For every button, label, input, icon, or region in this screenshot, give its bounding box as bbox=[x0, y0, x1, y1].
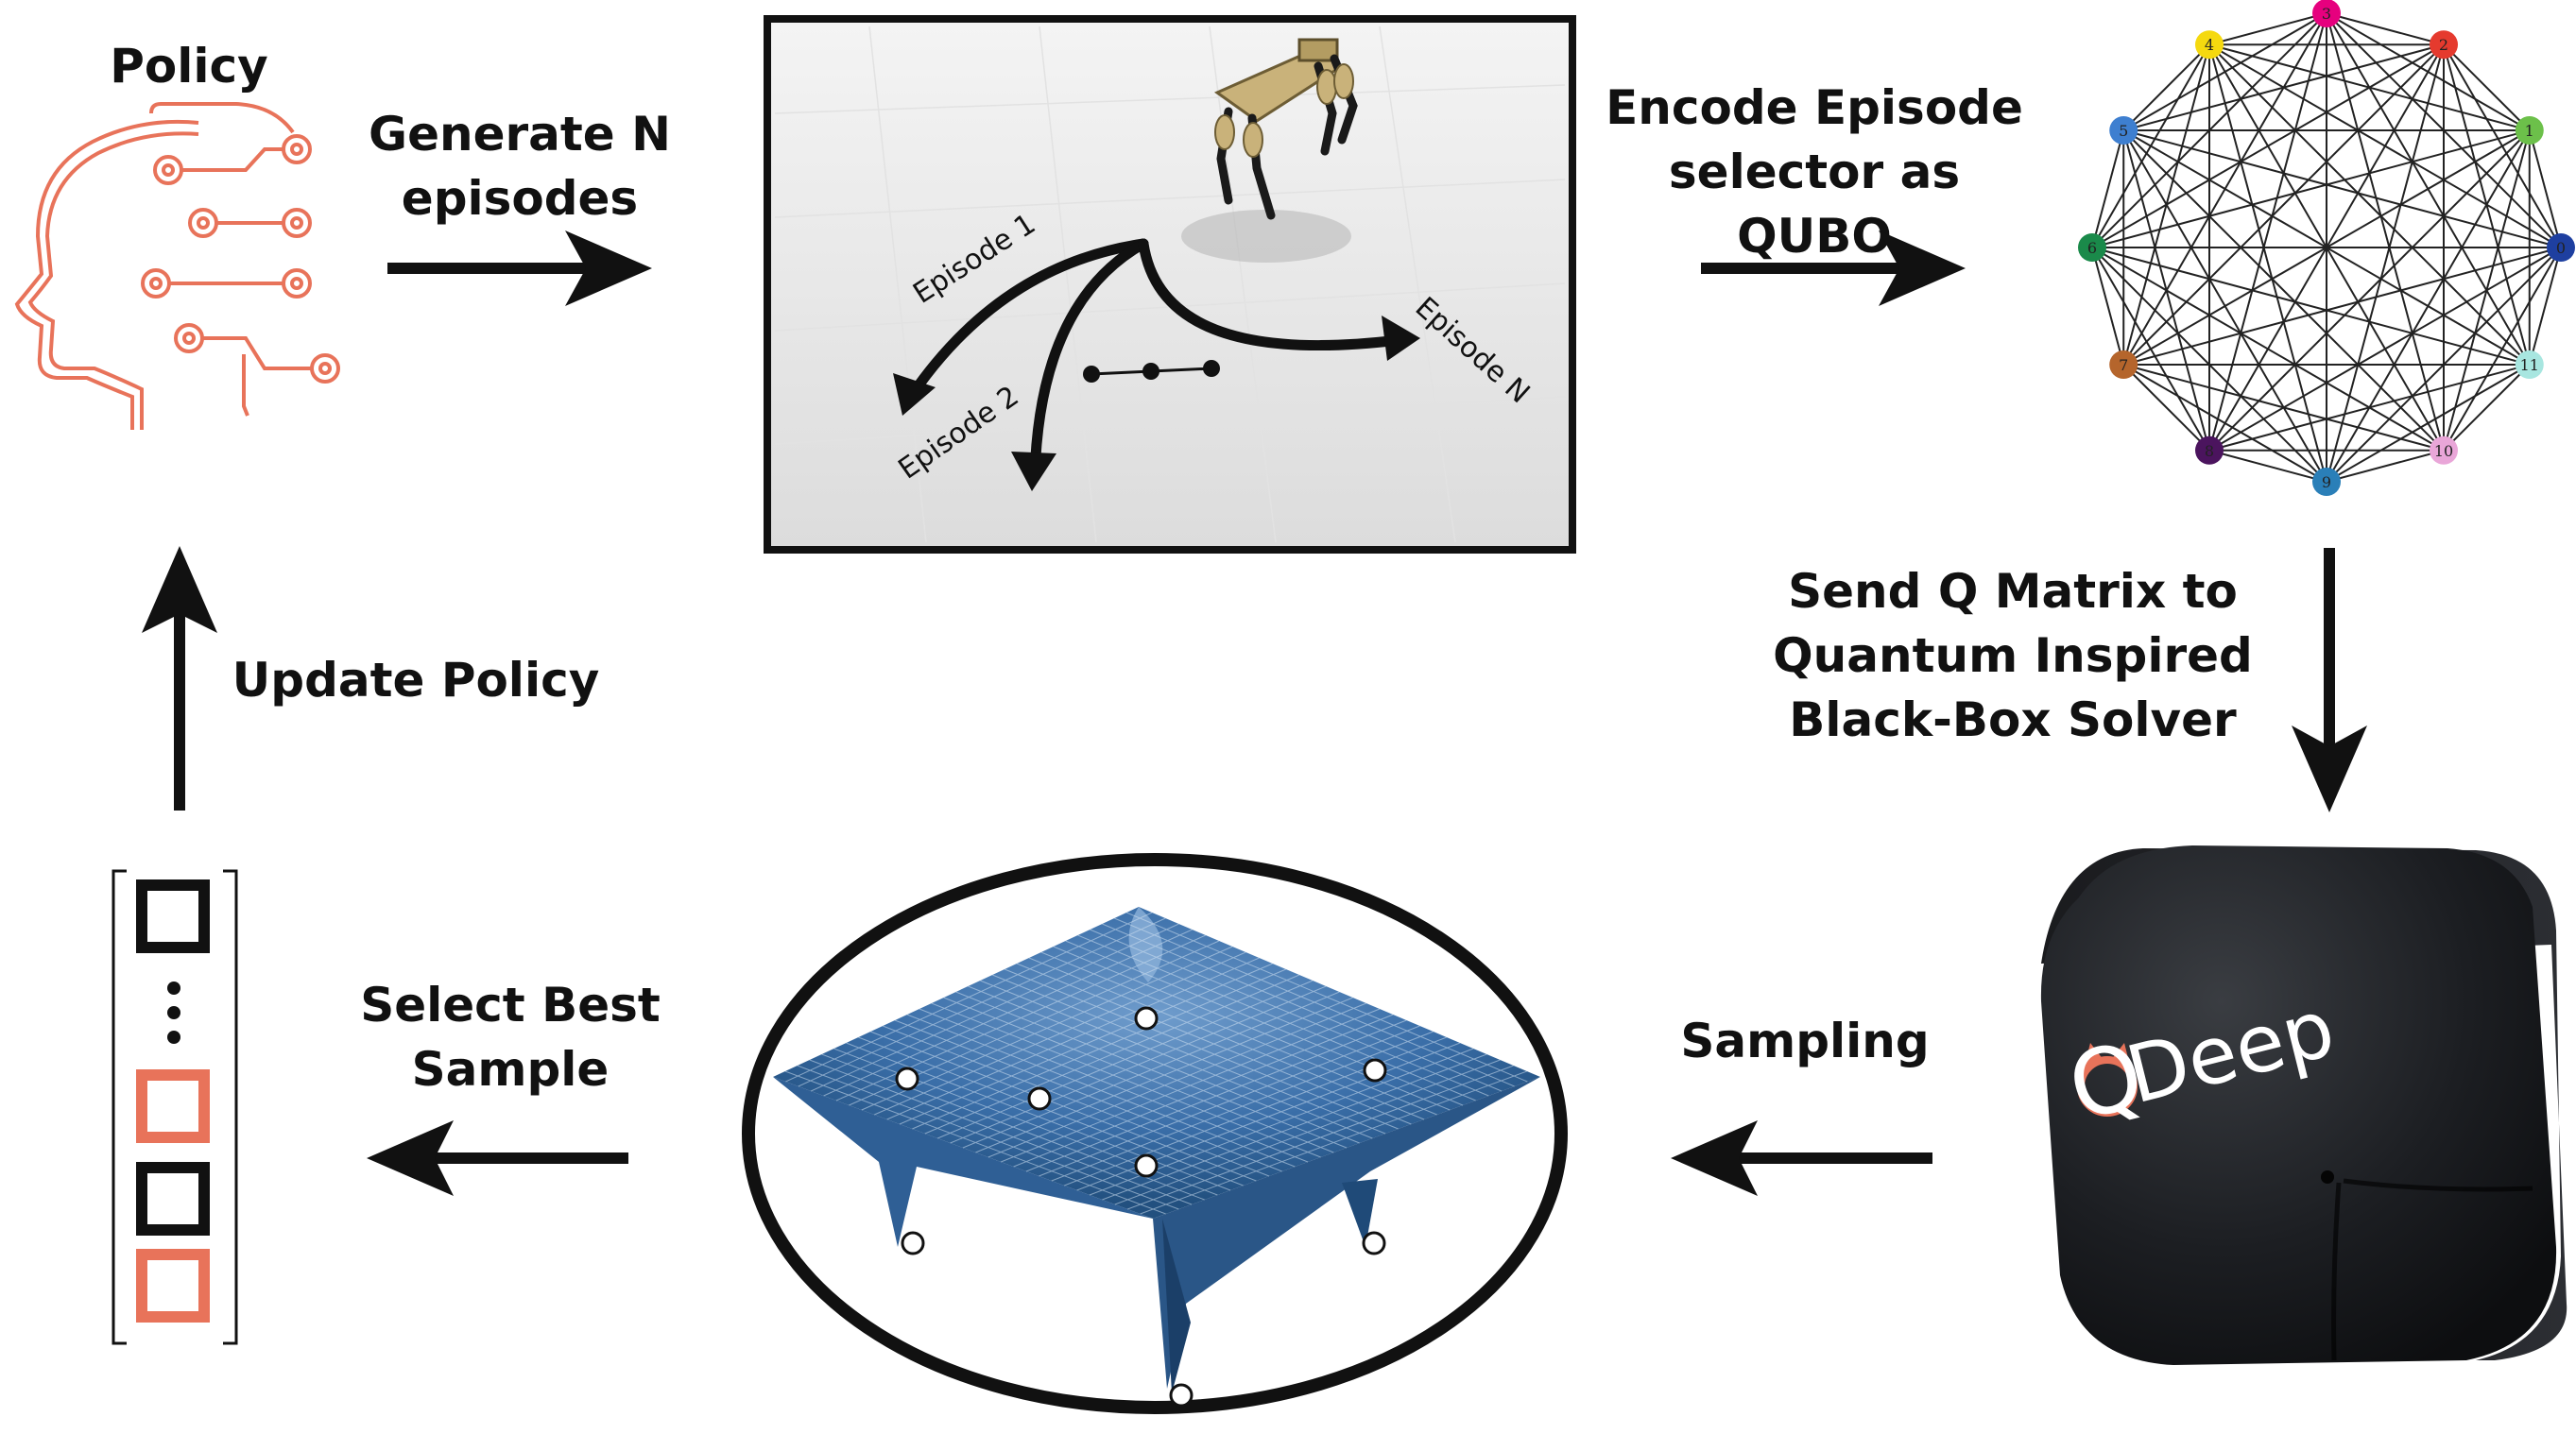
graph-edge bbox=[2208, 43, 2445, 452]
arrow-select bbox=[367, 1120, 628, 1196]
graph-edge bbox=[2091, 247, 2445, 452]
ai-head-icon bbox=[14, 102, 340, 430]
surface-mesh-line bbox=[1090, 929, 1489, 1097]
graph-node-label: 8 bbox=[2205, 442, 2214, 460]
sampling-label: Sampling bbox=[1680, 1014, 1930, 1068]
graph-node bbox=[2430, 435, 2458, 465]
graph-edge bbox=[2208, 43, 2562, 248]
surface-mesh-line bbox=[1125, 912, 1528, 1083]
policy-label: Policy bbox=[110, 39, 268, 94]
graph-node bbox=[2312, 0, 2341, 27]
graph-node bbox=[2078, 233, 2106, 262]
send-q-matrix-label: Send Q Matrix to Quantum Inspired Black-… bbox=[1773, 564, 2253, 747]
graph-node bbox=[2547, 233, 2575, 262]
graph-edge bbox=[2122, 364, 2327, 483]
arrow-update bbox=[142, 546, 217, 811]
surface-mesh-line bbox=[1102, 1053, 1487, 1201]
arrow-generate bbox=[387, 230, 652, 306]
graph-node-label: 1 bbox=[2525, 122, 2534, 140]
graph-edge bbox=[2443, 364, 2531, 452]
surface-mesh-line bbox=[1114, 917, 1515, 1087]
graph-edge bbox=[2122, 129, 2562, 248]
graph-node bbox=[2195, 30, 2224, 60]
surface-mesh-line bbox=[1140, 1070, 1528, 1215]
surface-mesh-line bbox=[1127, 1065, 1514, 1210]
graph-edge bbox=[2208, 129, 2531, 452]
graph-edge bbox=[2122, 43, 2210, 366]
graph-edge bbox=[2122, 364, 2210, 452]
graph-node-label: 6 bbox=[2087, 239, 2097, 257]
surface-mesh-line bbox=[1102, 923, 1503, 1092]
graph-edge bbox=[2443, 43, 2531, 131]
graph-edge bbox=[2122, 129, 2327, 483]
bit-square bbox=[136, 879, 210, 953]
robot-dog-icon bbox=[1213, 38, 1358, 220]
graph-node-label: 11 bbox=[2520, 356, 2539, 374]
graph-edge bbox=[2122, 43, 2210, 131]
graph-node bbox=[2109, 350, 2138, 379]
graph-edge bbox=[2326, 12, 2445, 452]
graph-node-label: 5 bbox=[2119, 122, 2128, 140]
graph-node-label: 9 bbox=[2322, 473, 2331, 491]
graph-edge bbox=[2208, 43, 2327, 483]
bit-square-selected bbox=[136, 1249, 210, 1323]
graph-edge bbox=[2122, 43, 2445, 366]
graph-edge bbox=[2208, 43, 2531, 131]
graph-edge bbox=[2122, 129, 2210, 452]
episodes-panel: Episode 1 Episode 2 Episode N bbox=[764, 15, 1576, 554]
graph-edge bbox=[2091, 247, 2210, 452]
episode-dots bbox=[1083, 360, 1220, 383]
graph-edge bbox=[2091, 43, 2210, 248]
graph-edge bbox=[2122, 129, 2445, 452]
graph-edge bbox=[2091, 247, 2125, 366]
generate-episodes-label: Generate N episodes bbox=[369, 107, 671, 226]
update-policy-label: Update Policy bbox=[232, 653, 600, 708]
graph-edge bbox=[2208, 43, 2531, 366]
graph-edge bbox=[2528, 247, 2562, 366]
graph-edge bbox=[2326, 12, 2445, 46]
energy-landscape bbox=[742, 853, 1568, 1414]
graph-edge bbox=[2091, 247, 2531, 366]
sample-vector bbox=[112, 869, 238, 1345]
graph-node-label: 4 bbox=[2205, 36, 2214, 54]
graph-node-label: 3 bbox=[2322, 5, 2331, 23]
graph-node bbox=[2195, 435, 2224, 465]
graph-node bbox=[2515, 350, 2544, 379]
bit-square-selected bbox=[136, 1069, 210, 1143]
graph-node-label: 10 bbox=[2434, 442, 2453, 460]
encode-qubo-label: Encode Episode selector as QUBO bbox=[1606, 80, 2023, 264]
graph-edge bbox=[2208, 449, 2327, 483]
graph-edge bbox=[2208, 12, 2327, 46]
graph-edge bbox=[2326, 43, 2445, 483]
arrow-send bbox=[2292, 548, 2367, 812]
graph-node bbox=[2515, 116, 2544, 145]
arrow-encode bbox=[1701, 230, 1966, 306]
graph-edge bbox=[2528, 129, 2562, 248]
graph-edge bbox=[2091, 129, 2125, 248]
qdeep-solver-cube: Q Deep bbox=[2040, 845, 2567, 1365]
bit-square bbox=[136, 1162, 210, 1236]
graph-node bbox=[2312, 468, 2341, 496]
graph-node-label: 0 bbox=[2556, 239, 2566, 257]
graph-edge bbox=[2326, 449, 2445, 483]
arrow-sampling bbox=[1671, 1120, 1932, 1196]
graph-edge bbox=[2208, 12, 2327, 452]
select-best-sample-label: Select Best Sample bbox=[360, 978, 661, 1097]
graph-node bbox=[2430, 30, 2458, 60]
graph-edge bbox=[2122, 247, 2562, 366]
graph-node-label: 2 bbox=[2439, 36, 2448, 54]
graph-node bbox=[2109, 116, 2138, 145]
surface-mesh-line bbox=[1114, 1059, 1501, 1205]
graph-node-label: 7 bbox=[2119, 356, 2128, 374]
graph-edge bbox=[2091, 129, 2531, 248]
